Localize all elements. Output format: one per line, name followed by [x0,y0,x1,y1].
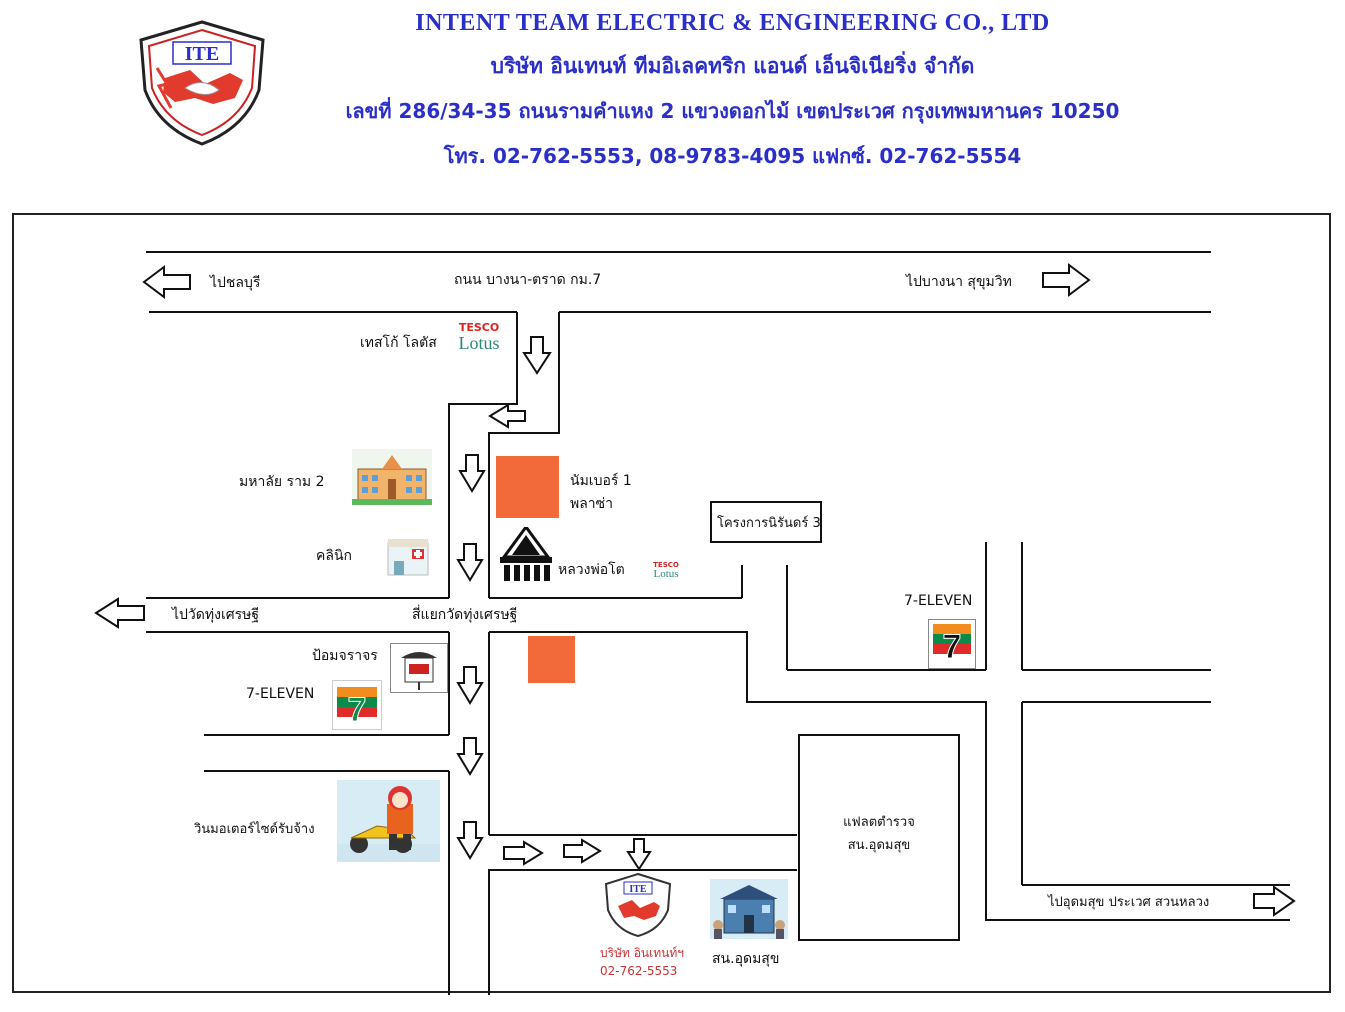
label-police-flats-2: สน.อุดมสุข [847,838,911,853]
number-one-plaza-logo [496,456,559,518]
arrow-down-icon [456,737,484,776]
police-station-icon [710,879,788,939]
label-number-one-plaza-2: พลาซ่า [570,496,614,512]
seven-eleven-left-logo: 7 [332,680,382,730]
label-clinic: คลินิก [316,548,352,564]
company-address: เลขที่ 286/34-35 ถนนรามคำแหง 2 แขวงดอกไม… [345,99,1120,123]
tesco-brand-small: TESCO [653,561,679,569]
label-company-phone: 02-762-5553 [600,964,678,978]
svg-text:7: 7 [348,691,367,729]
police-flats-building [798,734,960,941]
label-number-one-plaza-1: นัมเบอร์ 1 [570,473,632,489]
label-seven-eleven-left: 7-ELEVEN [246,686,315,702]
arrow-down-icon [456,666,484,705]
arrow-left-icon [488,403,526,429]
label-ram2-university: มหาลัย ราม 2 [239,474,325,490]
label-to-bangna: ไปบางนา สุขุมวิท [906,274,1012,290]
label-police-box: ป้อมจราจร [312,648,378,664]
label-project: โครงการนิรันดร์ 3 [717,516,821,531]
lotus-brand-small: Lotus [653,568,679,580]
company-name-english: INTENT TEAM ELECTRIC & ENGINEERING CO., … [415,10,1050,36]
company-logo: ITE [135,18,270,148]
label-company-short: บริษัท อินเทนท์ฯ [600,946,684,960]
svg-text:ITE: ITE [185,43,219,65]
moto-taxi-icon [337,780,440,862]
temple-icon [496,524,556,583]
label-tesco-lotus: เทสโก้ โลตัส [360,335,437,351]
project-box [710,501,822,543]
company-name-thai: บริษัท อินเทนท์ ทีมอิเลคทริก แอนด์ เอ็นจ… [490,54,975,78]
label-moto-taxi: วินมอเตอร์ไซด์รับจ้าง [194,822,315,837]
tesco-brand: TESCO [458,321,500,334]
seven-eleven-right-logo: 7 [928,619,976,669]
arrow-left-wat-thung-icon [94,597,145,629]
company-contact: โทร. 02-762-5553, 08-9783-4095 แฟกซ์. 02… [443,144,1022,168]
arrow-right-icon [503,840,544,866]
arrow-down-icon [626,838,652,871]
label-seven-eleven-right: 7-ELEVEN [904,593,973,609]
tesco-lotus-logo: TESCO Lotus [454,321,504,353]
label-wat-thung-intersection: สี่แยกวัดทุ่งเศรษฐี [412,607,518,623]
label-police-flats-1: แฟลตตำรวจ [843,815,915,830]
label-bangna-trat-road: ถนน บางนา-ตราด กม.7 [454,272,602,288]
location-map: ไปชลบุรี ถนน บางนา-ตราด กม.7 ไปบางนา สุข… [12,213,1331,995]
arrow-down-icon [458,454,486,493]
arrow-right-icon [563,838,602,864]
clinic-building-icon [384,537,432,577]
label-luang-pho-to: หลวงพ่อโต [558,562,625,578]
company-location-logo: ITE [602,872,674,938]
tesco-lotus-small-logo: TESCO Lotus [646,561,686,580]
svg-text:7: 7 [943,628,962,666]
road-network [94,251,1296,995]
arrow-down-icon [456,543,484,582]
svg-text:ITE: ITE [629,884,647,895]
university-building-icon [352,449,432,505]
arrow-right-udomsuk-icon [1253,885,1296,917]
lotus-brand: Lotus [458,333,500,353]
label-to-chonburi: ไปชลบุรี [210,275,261,291]
orange-shop-logo [528,636,575,683]
police-box-icon [390,643,448,693]
arrow-right-bangna-icon [1042,263,1091,297]
label-to-udomsuk: ไปอุดมสุข ประเวศ สวนหลวง [1048,895,1210,910]
arrow-down-icon [456,821,484,860]
arrow-down-icon [522,336,552,375]
arrow-left-chonburi-icon [142,265,191,299]
label-to-wat-thung-setthi: ไปวัดทุ่งเศรษฐี [172,607,260,623]
label-police-station: สน.อุดมสุข [712,951,780,967]
